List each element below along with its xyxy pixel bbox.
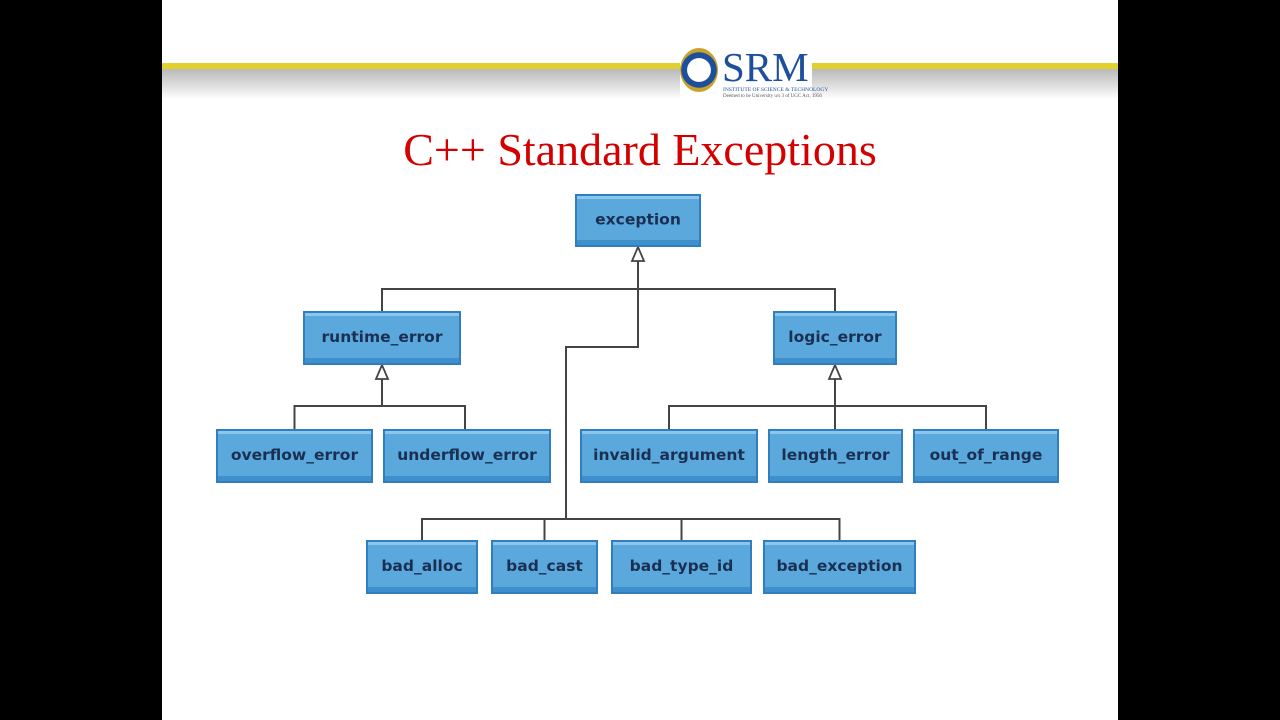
- node-label: overflow_error: [231, 446, 359, 464]
- node-bad-alloc: bad_alloc: [366, 540, 478, 594]
- header-gray-stripe: [162, 69, 1118, 99]
- arrowhead-exception: [630, 244, 646, 262]
- node-bad-type-id: bad_type_id: [611, 540, 752, 594]
- header-yellow-stripe: [162, 63, 1118, 69]
- arrowhead-runtime-error: [374, 362, 390, 380]
- arrowhead-logic-error: [827, 362, 843, 380]
- node-label: runtime_error: [322, 328, 443, 346]
- edge-logic-bus: [668, 405, 987, 430]
- logo-tagline: Deemed to be University u/s 3 of UGC Act…: [723, 94, 822, 99]
- node-logic-error: logic_error: [773, 311, 897, 365]
- node-out-of-range: out_of_range: [913, 429, 1059, 483]
- logo-text: SRM: [722, 44, 809, 90]
- node-label: bad_cast: [506, 557, 583, 575]
- srm-emblem-icon: [680, 48, 718, 92]
- node-label: underflow_error: [397, 446, 537, 464]
- node-overflow-error: overflow_error: [216, 429, 373, 483]
- slide-title: C++ Standard Exceptions: [403, 124, 877, 175]
- node-invalid-argument: invalid_argument: [580, 429, 758, 483]
- node-label: out_of_range: [930, 446, 1043, 464]
- srm-logo: SRM INSTITUTE OF SCIENCE & TECHNOLOGY De…: [680, 44, 828, 104]
- edge-exception-runtime-logic: [381, 288, 836, 312]
- node-label: bad_exception: [776, 557, 902, 575]
- node-underflow-error: underflow_error: [383, 429, 551, 483]
- exception-hierarchy-diagram: exception runtime_error logic_erroroverflo…: [216, 194, 1059, 594]
- node-exception: exception: [575, 194, 701, 247]
- node-label: bad_alloc: [381, 557, 462, 575]
- edge-exception-bad-group: [565, 289, 639, 519]
- node-length-error: length_error: [768, 429, 903, 483]
- node-bad-cast: bad_cast: [491, 540, 598, 594]
- node-label: bad_type_id: [630, 557, 734, 575]
- node-label: invalid_argument: [593, 446, 745, 464]
- node-label: length_error: [781, 446, 890, 464]
- edge-runtime-bus: [293, 405, 466, 430]
- edge-bad-group-bus: [421, 518, 841, 541]
- node-label: exception: [595, 211, 681, 229]
- node-label: logic_error: [788, 328, 882, 346]
- node-bad-exception: bad_exception: [763, 540, 916, 594]
- node-runtime-error: runtime_error: [303, 311, 461, 365]
- logo-subtitle: INSTITUTE OF SCIENCE & TECHNOLOGY: [723, 87, 829, 93]
- slide: SRM INSTITUTE OF SCIENCE & TECHNOLOGY De…: [162, 0, 1118, 720]
